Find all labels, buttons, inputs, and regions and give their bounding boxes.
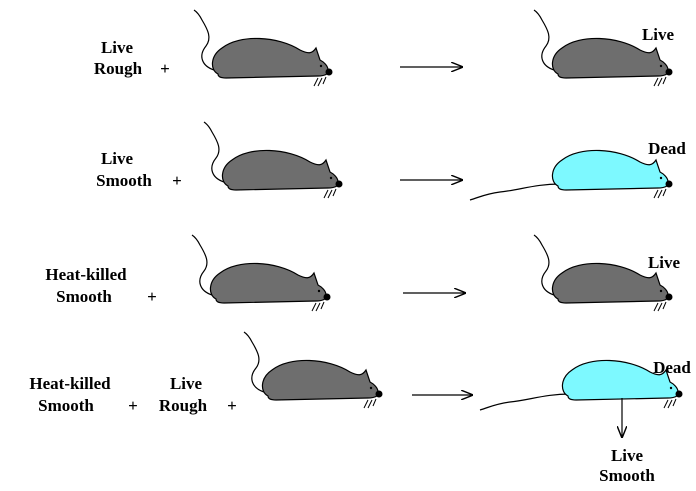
mouse-whiskers <box>324 189 336 198</box>
row-1: Live Rough + Live <box>94 10 675 86</box>
row-2: Live Smooth + Dead <box>96 122 686 200</box>
mouse-eye <box>318 290 320 292</box>
mouse-tail <box>480 394 570 410</box>
row-4-live-mouse <box>244 332 383 408</box>
mouse-body <box>210 263 326 303</box>
mouse-eye <box>330 177 332 179</box>
mouse-whiskers <box>314 77 326 86</box>
mouse-nose <box>676 391 683 398</box>
mouse-tail <box>204 122 224 182</box>
mouse-body <box>212 38 328 78</box>
mouse-nose <box>666 181 673 188</box>
mouse-body <box>222 150 338 190</box>
mouse-nose <box>666 69 673 76</box>
row-4-result-label: Dead <box>653 358 691 377</box>
mouse-eye <box>370 387 372 389</box>
mouse-nose <box>666 294 673 301</box>
row-4-plus-2: + <box>227 396 237 415</box>
mouse-tail <box>534 10 554 70</box>
row-4-input-a-line-2: Smooth <box>38 396 94 415</box>
row-4-recovered-line-1: Live <box>611 446 644 465</box>
row-2-result-label: Dead <box>648 139 686 158</box>
row-3: Heat-killed Smooth + Live <box>45 235 680 311</box>
row-4-input-b-line-2: Rough <box>159 396 208 415</box>
row-1-live-mouse <box>194 10 333 86</box>
mouse-nose <box>336 181 343 188</box>
mouse-tail <box>534 235 554 295</box>
mouse-eye <box>660 177 662 179</box>
mouse-tail <box>470 184 560 200</box>
row-2-result-mouse <box>470 150 673 200</box>
row-4-plus-1: + <box>128 396 138 415</box>
row-1-input-line-2: Rough <box>94 59 143 78</box>
mouse-whiskers <box>364 399 376 408</box>
row-3-input-line-1: Heat-killed <box>45 265 127 284</box>
mouse-nose <box>376 391 383 398</box>
row-2-input-line-1: Live <box>101 149 134 168</box>
row-4-recovered-line-2: Smooth <box>599 466 655 485</box>
row-1-input-line-1: Live <box>101 38 134 57</box>
row-1-result-label: Live <box>642 25 675 44</box>
row-4: Heat-killed Smooth + Live Rough + Dead L… <box>29 332 691 485</box>
mouse-eye <box>320 65 322 67</box>
mouse-eye <box>670 387 672 389</box>
row-2-live-mouse <box>204 122 343 198</box>
row-4-input-a-line-1: Heat-killed <box>29 374 111 393</box>
mouse-whiskers <box>654 77 666 86</box>
mouse-whiskers <box>654 302 666 311</box>
mouse-whiskers <box>312 302 324 311</box>
row-4-input-b-line-1: Live <box>170 374 203 393</box>
mouse-eye <box>660 65 662 67</box>
mouse-whiskers <box>664 399 676 408</box>
mouse-eye <box>660 290 662 292</box>
mouse-whiskers <box>654 189 666 198</box>
mouse-tail <box>192 235 212 295</box>
mouse-tail <box>244 332 264 392</box>
row-3-result-mouse <box>534 235 673 311</box>
row-2-plus: + <box>172 171 182 190</box>
row-3-plus: + <box>147 287 157 306</box>
row-3-result-label: Live <box>648 253 681 272</box>
mouse-nose <box>326 69 333 76</box>
row-3-live-mouse <box>192 235 331 311</box>
mouse-tail <box>194 10 214 70</box>
row-1-plus: + <box>160 59 170 78</box>
row-1-result-mouse <box>534 10 673 86</box>
mouse-body <box>262 360 378 400</box>
row-3-input-line-2: Smooth <box>56 287 112 306</box>
mouse-nose <box>324 294 331 301</box>
mouse-body <box>552 38 668 78</box>
row-2-input-line-2: Smooth <box>96 171 152 190</box>
